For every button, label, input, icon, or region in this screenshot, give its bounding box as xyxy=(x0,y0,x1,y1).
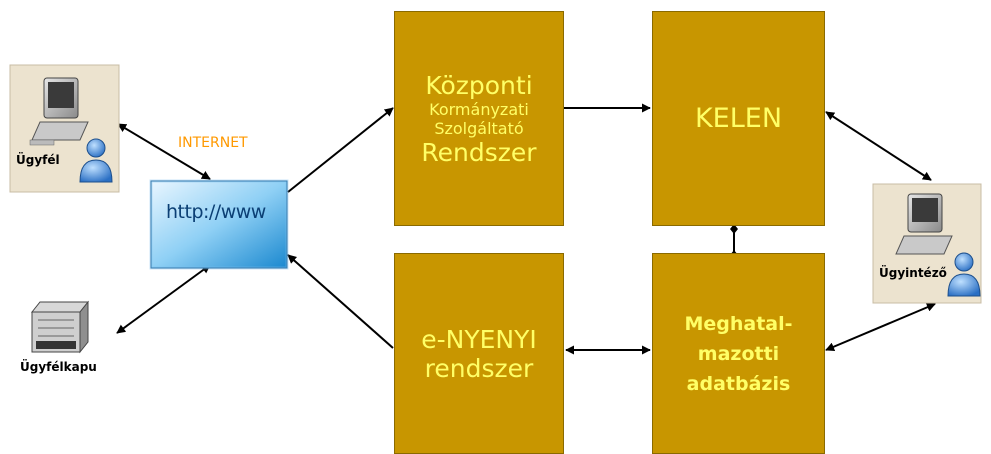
kozponti-line-3: Szolgáltató xyxy=(434,118,524,138)
kozponti-line-2: Kormányzati xyxy=(429,99,529,119)
meghatal-line-1: Meghatal- xyxy=(684,312,793,335)
meghatalmazotti-adatbazis-box: Meghatal- mazotti adatbázis xyxy=(652,253,825,454)
e-nyenyi-rendszer-box: e-NYENYI rendszer xyxy=(394,253,564,454)
ugyintezo-label: Ügyintéző xyxy=(879,266,947,280)
http-label: http://www xyxy=(166,201,266,223)
kozponti-line-4: Rendszer xyxy=(421,137,537,167)
internet-label: INTERNET xyxy=(178,135,248,151)
ugyfel-label: Ügyfél xyxy=(16,153,60,167)
arrow-kelen-ugyintezo xyxy=(825,111,932,181)
ugyfelkapu-label: Ügyfélkapu xyxy=(20,360,97,374)
kozponti-kormanyzati-szolgaltato-rendszer-box: Központi Kormányzati Szolgáltató Rendsze… xyxy=(394,11,564,226)
meghatal-line-3: adatbázis xyxy=(686,372,791,395)
arrow-ugyfel-http xyxy=(117,123,211,180)
http-web-icon xyxy=(149,179,289,270)
arrow-enyenyi-http xyxy=(287,254,394,349)
kelen-line-1: KELEN xyxy=(694,103,783,134)
ugyfelkapu-server-icon xyxy=(30,300,90,354)
kozponti-line-1: Központi xyxy=(425,70,533,100)
ugyfel-workstation-icon xyxy=(9,64,120,193)
arrow-ugyfelkapu-http xyxy=(116,264,211,334)
kelen-box: KELEN xyxy=(652,11,825,226)
enyenyi-line-2: rendszer xyxy=(424,353,534,383)
arrow-meghatalmazotti-ugyintezo xyxy=(825,303,936,351)
meghatal-line-2: mazotti xyxy=(697,342,780,365)
arrow-http-kozponti xyxy=(287,107,394,193)
enyenyi-line-1: e-NYENYI xyxy=(421,324,537,354)
ugyintezo-workstation-icon xyxy=(872,183,982,304)
